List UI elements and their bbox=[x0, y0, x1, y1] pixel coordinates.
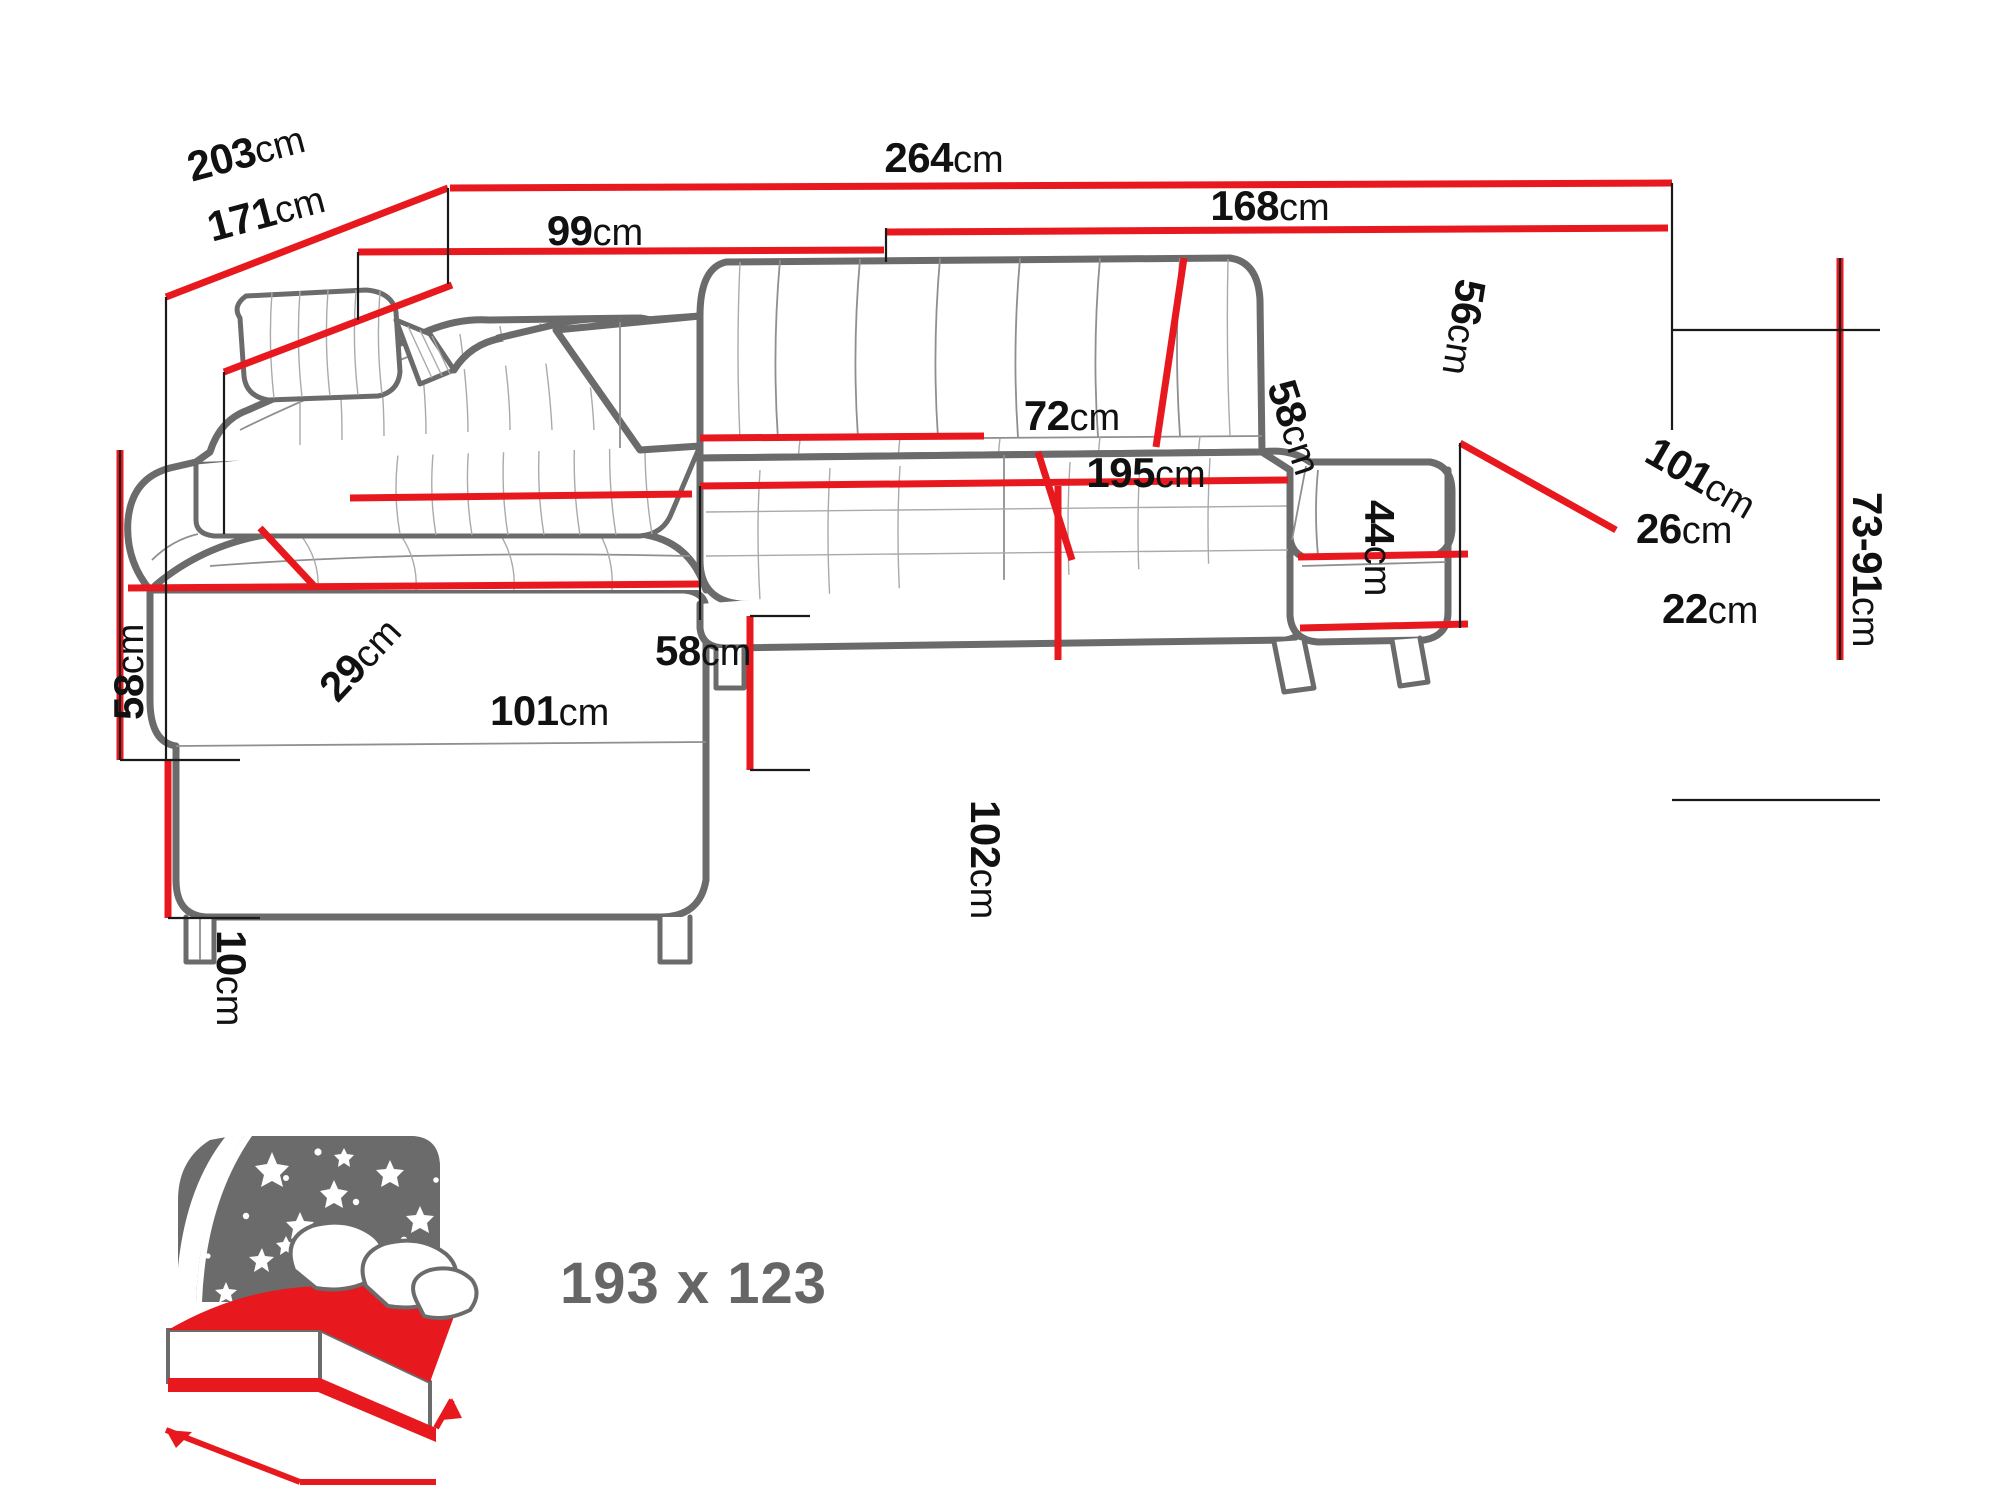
dim-unit: cm bbox=[1356, 545, 1398, 597]
dim-label-width-main-seat: 168cm bbox=[1210, 182, 1330, 229]
dim-label-chaise-len-101: 101cm bbox=[490, 687, 610, 734]
dim-unit: cm bbox=[1069, 397, 1121, 439]
dim-unit: cm bbox=[1154, 454, 1206, 496]
dim-unit: cm bbox=[1844, 596, 1886, 648]
dim-unit: cm bbox=[592, 212, 644, 254]
dim-value: 58 bbox=[105, 674, 152, 720]
dim-label-side-height-58: 58cm bbox=[105, 623, 152, 720]
dim-unit: cm bbox=[952, 139, 1004, 181]
dim-unit: cm bbox=[1681, 510, 1733, 552]
dim-value: 56 bbox=[1441, 276, 1495, 329]
sofa-bed-sleeping-icon bbox=[164, 1136, 479, 1485]
dim-unit: cm bbox=[962, 868, 1004, 920]
dim-unit: cm bbox=[700, 632, 752, 674]
dim-value: 73-91 bbox=[1844, 492, 1891, 597]
dimension-lines bbox=[116, 179, 1844, 918]
dim-label-chaise-seat-58: 58cm bbox=[655, 627, 752, 674]
sofa-illustration bbox=[116, 179, 1880, 965]
dim-value: 101 bbox=[490, 687, 559, 734]
dim-value: 22 bbox=[1662, 585, 1708, 632]
dim-value: 264 bbox=[884, 134, 953, 181]
dim-unit: cm bbox=[208, 975, 250, 1027]
dim-unit: cm bbox=[1707, 590, 1759, 632]
dim-value: 102 bbox=[962, 800, 1009, 869]
dim-label-width-total: 264cm bbox=[884, 134, 1004, 181]
dim-value: 72 bbox=[1023, 392, 1070, 439]
dim-value: 58 bbox=[655, 627, 701, 674]
dim-value: 168 bbox=[1210, 182, 1279, 229]
dim-value: 99 bbox=[546, 207, 593, 254]
dim-label-armrest-height-22: 22cm bbox=[1662, 585, 1759, 632]
dim-label-seat-height-44: 44cm bbox=[1356, 500, 1403, 597]
dim-value: 10 bbox=[208, 930, 255, 976]
dim-unit: cm bbox=[110, 623, 152, 675]
dim-label-total-height: 73-91cm bbox=[1844, 492, 1891, 648]
dim-label-armrest-width-26: 26cm bbox=[1636, 505, 1733, 552]
dim-unit: cm bbox=[558, 692, 610, 734]
dim-unit: cm bbox=[1433, 321, 1483, 378]
dim-unit: cm bbox=[1278, 187, 1330, 229]
dim-label-seat-width-195: 195cm bbox=[1086, 449, 1206, 496]
dim-label-width-chaise-top: 99cm bbox=[546, 207, 644, 254]
dim-label-seat-depth-72: 72cm bbox=[1023, 392, 1121, 439]
dim-label-leg-height-10: 10cm bbox=[208, 930, 255, 1027]
bed-size-label: 193 x 123 bbox=[560, 1251, 828, 1316]
dim-value: 195 bbox=[1086, 449, 1155, 496]
dim-value: 26 bbox=[1636, 505, 1682, 552]
extension-lines bbox=[118, 183, 1880, 920]
dim-label-chaise-depth-102: 102cm bbox=[962, 800, 1009, 920]
dim-value: 44 bbox=[1356, 500, 1403, 546]
